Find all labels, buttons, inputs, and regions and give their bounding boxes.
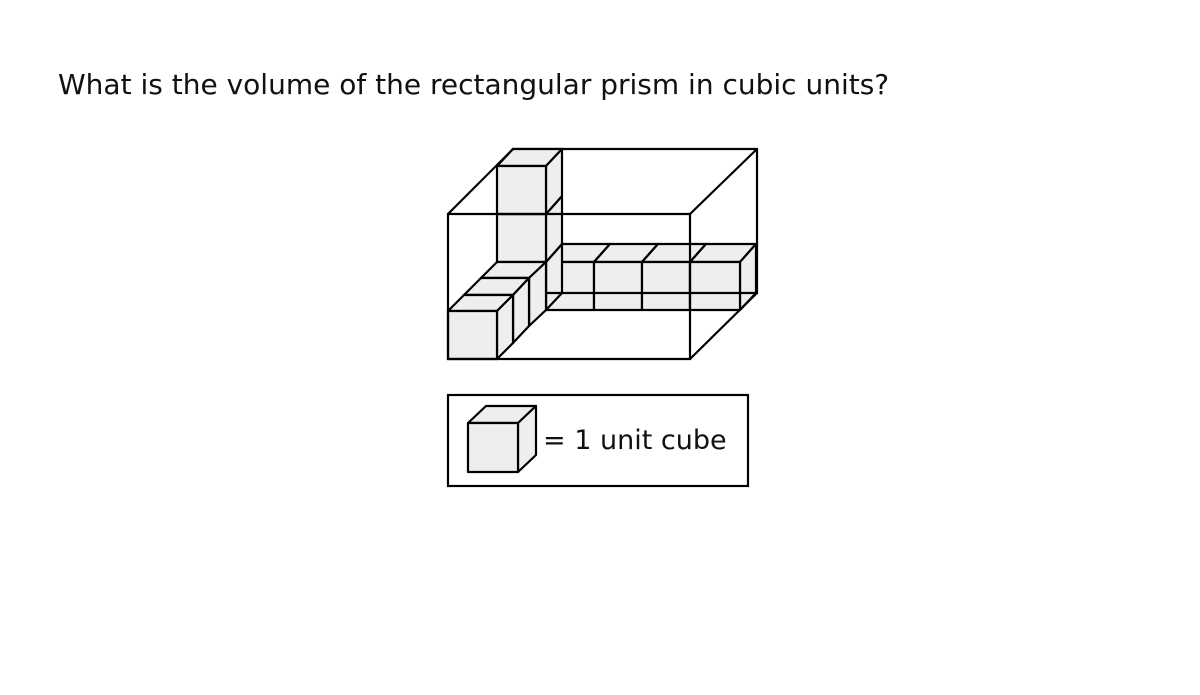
unit-cube [495, 147, 564, 216]
question-text: What is the volume of the rectangular pr… [58, 68, 890, 101]
legend-cube-icon [466, 404, 538, 474]
front-row-cubes [446, 260, 548, 361]
back-row-cubes [544, 242, 758, 312]
unit-cube [688, 242, 758, 312]
legend-label: = 1 unit cube [543, 425, 727, 456]
prism-front-face [446, 212, 692, 361]
legend-box: = 1 unit cube [446, 393, 750, 488]
unit-cube [446, 293, 515, 361]
